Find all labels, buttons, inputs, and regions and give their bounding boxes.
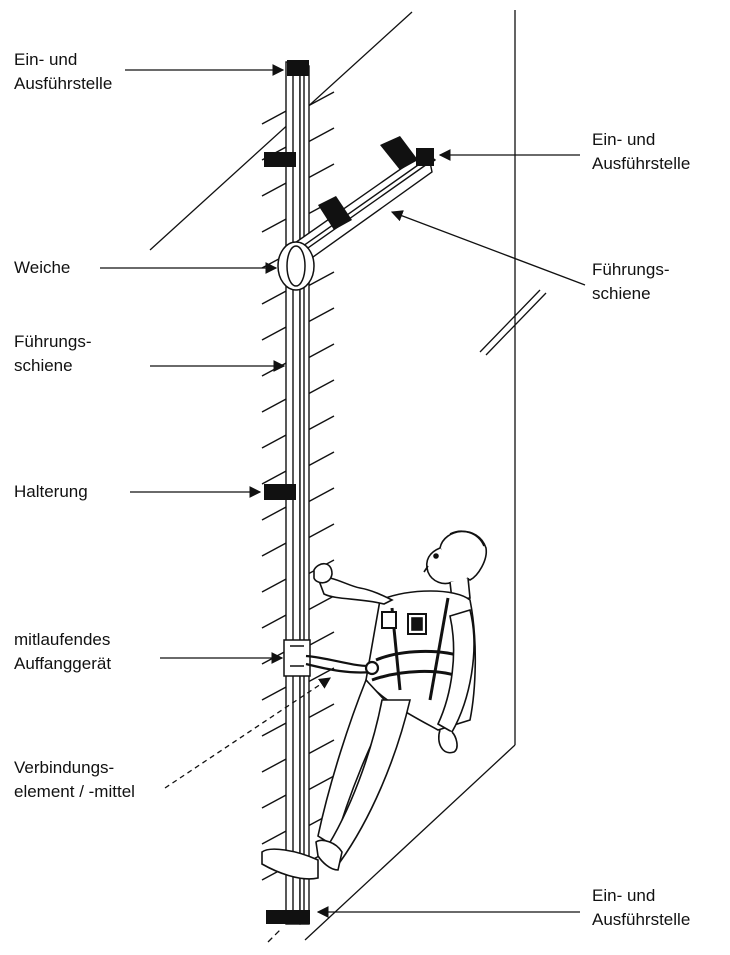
ladder-rung-left <box>262 506 288 520</box>
ladder-rung-left <box>262 218 288 232</box>
label-guide-rail-right: Führungs- schiene <box>592 258 669 306</box>
label-fall-arrester: mitlaufendes Auffanggerät <box>14 628 111 676</box>
label-entry-top-left: Ein- und Ausführstelle <box>14 48 112 96</box>
connecting-lanyard <box>306 656 378 674</box>
ladder-rung-left <box>262 470 288 484</box>
label-bracket: Halterung <box>14 480 88 504</box>
ladder-rung-left <box>262 614 288 628</box>
ladder-rung-right <box>308 452 334 466</box>
ladder-rung-left <box>262 434 288 448</box>
ladder-rung-right <box>308 704 334 718</box>
ladder-rung-right <box>308 488 334 502</box>
label-switch: Weiche <box>14 256 70 280</box>
ladder-rung-left <box>262 686 288 700</box>
ladder-rung-right <box>308 164 334 178</box>
ladder-rung-right <box>308 380 334 394</box>
label-connector: Verbindungs- element / -mittel <box>14 756 135 804</box>
label-guide-rail-left: Führungs- schiene <box>14 330 91 378</box>
ladder-rung-left <box>262 398 288 412</box>
ladder-rung-right <box>308 308 334 322</box>
ladder-rung-left <box>262 794 288 808</box>
ladder-rung-right <box>308 632 334 646</box>
ladder-rung-left <box>262 722 288 736</box>
ladder-rung-left <box>262 830 288 844</box>
top-entry-cap <box>287 60 309 76</box>
switch-unit <box>278 242 314 290</box>
ladder-rung-left <box>262 542 288 556</box>
fall-arrester-device <box>284 640 310 676</box>
label-entry-top-right: Ein- und Ausführstelle <box>592 128 690 176</box>
ladder-rung-right <box>308 128 334 142</box>
ladder-rung-left <box>262 758 288 772</box>
ladder-rung-left <box>262 362 288 376</box>
ladder-rung-right <box>308 524 334 538</box>
ladder-rung-right <box>308 344 334 358</box>
ladder-rung-left <box>262 326 288 340</box>
label-entry-bottom-right: Ein- und Ausführstelle <box>592 884 690 932</box>
ladder-rung-right <box>308 596 334 610</box>
ladder-rung-right <box>308 740 334 754</box>
ladder-rung-left <box>262 110 288 124</box>
ladder-rung-left <box>262 578 288 592</box>
ladder-rung-left <box>262 290 288 304</box>
ladder-rung-left <box>262 182 288 196</box>
ladder-rung-right <box>308 416 334 430</box>
